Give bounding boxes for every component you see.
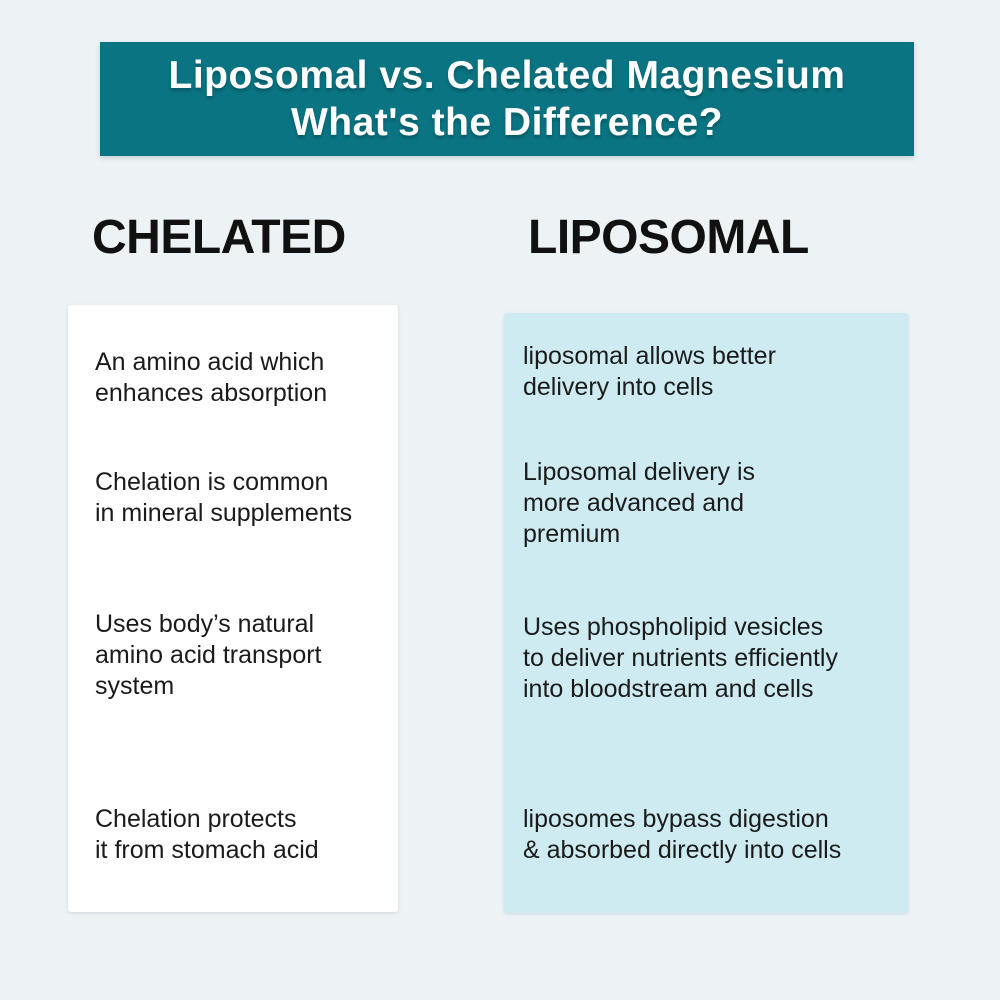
banner-title-line2: What's the Difference? (290, 101, 723, 144)
liposomal-point-1: liposomal allows better delivery into ce… (523, 342, 776, 401)
chelated-point-1: An amino acid which enhances absorption (95, 348, 328, 407)
chelated-column-heading: CHELATED (92, 211, 346, 264)
title-banner: Liposomal vs. Chelated Magnesium What's … (100, 42, 914, 156)
liposomal-card: liposomal allows better delivery into ce… (504, 313, 908, 913)
chelated-point-4: Chelation protects it from stomach acid (95, 805, 319, 864)
liposomal-point-2: Liposomal delivery is more advanced and … (523, 458, 756, 548)
liposomal-point-4: liposomes bypass digestion & absorbed di… (523, 805, 842, 864)
liposomal-point-3: Uses phospholipid vesicles to deliver nu… (523, 613, 838, 703)
chelated-point-2: Chelation is common in mineral supplemen… (95, 468, 353, 527)
liposomal-column-heading: LIPOSOMAL (528, 211, 809, 264)
chelated-point-3: Uses body’s natural amino acid transport… (95, 610, 322, 700)
banner-title-line1: Liposomal vs. Chelated Magnesium (168, 54, 846, 97)
chelated-card: An amino acid which enhances absorption … (68, 305, 398, 912)
